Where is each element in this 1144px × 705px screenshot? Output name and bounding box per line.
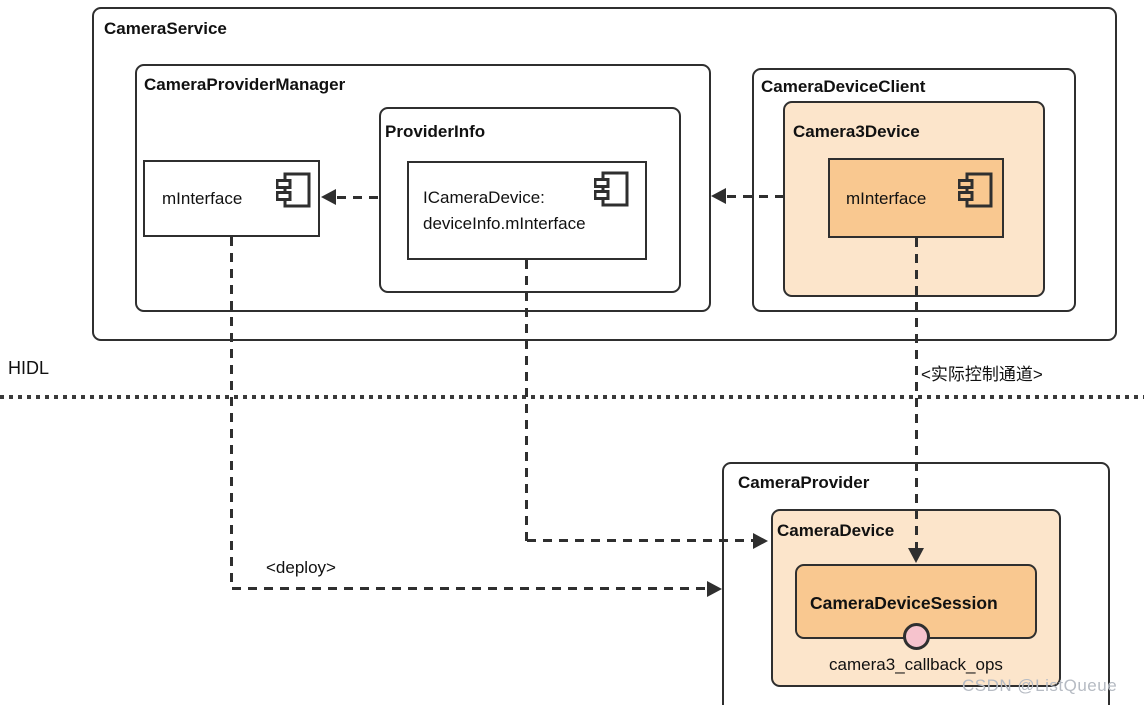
camera3-device-title: Camera3Device: [793, 122, 920, 141]
component-icon: [958, 172, 993, 208]
control-channel-line-vertical: [915, 238, 918, 550]
m-interface-right-box: [828, 158, 1004, 238]
icameradevice-line-vertical: [525, 260, 528, 541]
camera-provider-manager-title: CameraProviderManager: [144, 75, 346, 94]
camera-provider-title: CameraProvider: [738, 473, 870, 492]
hidl-label: HIDL: [8, 358, 50, 378]
m-interface-right-label: mInterface: [846, 189, 927, 208]
camera-service-title: CameraService: [104, 19, 227, 38]
arrow-providerinfo-to-minterface-shaft: [337, 196, 379, 199]
deploy-line-horizontal: [232, 587, 707, 590]
camera-device-client-title: CameraDeviceClient: [761, 77, 926, 96]
component-icon: [276, 172, 311, 208]
m-interface-left-label: mInterface: [162, 189, 243, 208]
watermark-text: CSDN @ListQueue: [962, 676, 1118, 695]
camera-device-session-title: CameraDeviceSession: [810, 593, 998, 613]
callback-ops-label: camera3_callback_ops: [829, 655, 1003, 674]
arrow-camera3device-to-manager-shaft: [727, 195, 783, 198]
component-icon: [594, 171, 629, 207]
lollipop-interface-icon: [903, 623, 930, 650]
camera-device-title: CameraDevice: [777, 521, 895, 540]
arrow-camera3device-to-manager-head: [711, 188, 726, 204]
arrow-providerinfo-to-minterface-head: [321, 189, 336, 205]
icamera-device-label-line1: ICameraDevice:: [423, 188, 545, 207]
deploy-arrow-head: [707, 581, 722, 597]
control-channel-arrow-head: [908, 548, 924, 563]
hidl-separator-line: [0, 395, 1144, 399]
deploy-line-vertical: [230, 237, 233, 589]
provider-info-title: ProviderInfo: [385, 122, 486, 141]
icamera-device-label-line2: deviceInfo.mInterface: [423, 214, 586, 233]
deploy-label: <deploy>: [266, 558, 336, 577]
icameradevice-line-horizontal: [527, 539, 753, 542]
control-channel-label: <实际控制通道>: [921, 365, 1043, 384]
icamera-device-box: [407, 161, 647, 260]
icameradevice-arrow-head: [753, 533, 768, 549]
